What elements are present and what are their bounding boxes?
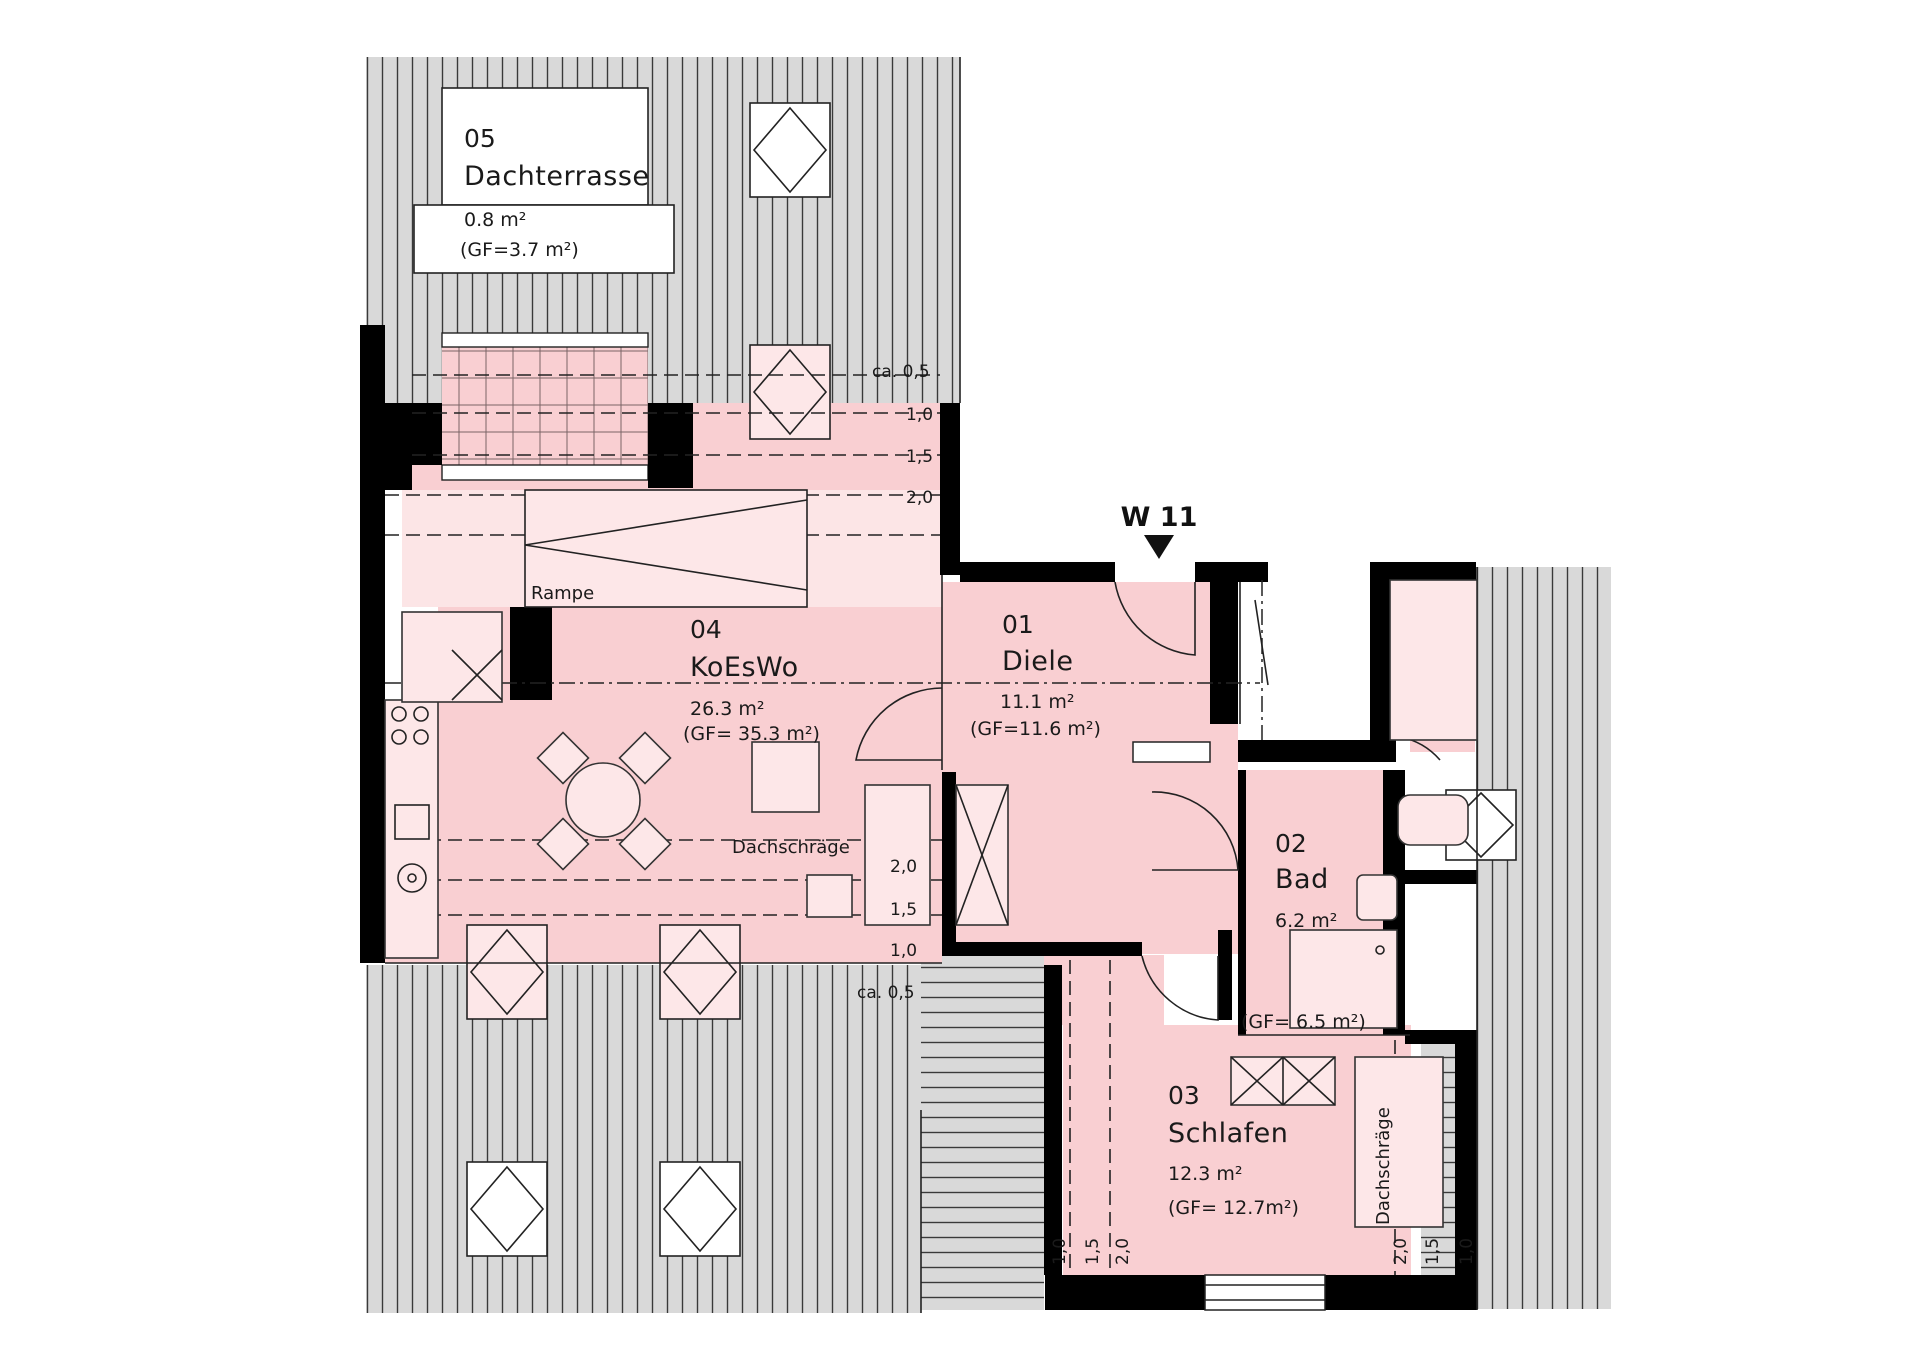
svg-text:(GF= 12.7m²): (GF= 12.7m²) <box>1168 1197 1299 1219</box>
doors <box>855 581 1441 1021</box>
bedroom-furniture <box>1230 1056 1444 1228</box>
svg-text:1,5: 1,5 <box>890 900 917 920</box>
coffee-table <box>751 741 820 813</box>
skylights <box>466 102 1517 1257</box>
svg-text:02: 02 <box>1275 829 1307 858</box>
skylight-north-1 <box>749 102 831 198</box>
dimensions-north: ca. 0,5 1,0 1,5 2,0 <box>872 362 933 508</box>
kitchen-counter <box>384 611 503 959</box>
room-label-04: 04 KoEsWo 26.3 m² (GF= 35.3 m²) <box>683 615 820 745</box>
skylight-south-2 <box>659 1161 741 1257</box>
svg-text:1,5: 1,5 <box>1083 1238 1103 1265</box>
dimensions-bedroom-left: 1,0 1,5 2,0 <box>1050 1238 1133 1265</box>
skylight-south-1 <box>466 1161 548 1257</box>
skylight-living-1 <box>466 924 548 1020</box>
terrace-box <box>413 87 675 481</box>
roof-east <box>1477 567 1619 1309</box>
svg-text:2,0: 2,0 <box>1113 1238 1133 1265</box>
marker-label: W 11 <box>1121 502 1198 533</box>
svg-text:01: 01 <box>1002 610 1034 639</box>
dimensions-bedroom-right: 2,0 1,5 1,0 <box>1391 1238 1477 1265</box>
walls <box>360 325 1477 1311</box>
roof-slope-label-vertical: Dachschräge <box>1373 1107 1394 1225</box>
bath-fixtures <box>1289 579 1478 1029</box>
svg-text:1,5: 1,5 <box>906 447 933 467</box>
svg-text:1,0: 1,0 <box>890 941 917 961</box>
svg-text:11.1 m²: 11.1 m² <box>1000 691 1074 713</box>
room-label-03: 03 Schlafen 12.3 m² (GF= 12.7m²) <box>1168 1081 1299 1219</box>
svg-text:1,5: 1,5 <box>1423 1238 1443 1265</box>
room-label-02: 02 Bad 6.2 m² (GF= 6.5 m²) <box>1241 829 1366 1033</box>
sofa <box>864 784 931 926</box>
svg-text:2,0: 2,0 <box>890 857 917 877</box>
svg-text:Schlafen: Schlafen <box>1168 1118 1288 1149</box>
svg-text:1,0: 1,0 <box>1457 1238 1477 1265</box>
svg-text:05: 05 <box>464 124 496 153</box>
svg-text:(GF=11.6 m²): (GF=11.6 m²) <box>970 718 1101 740</box>
svg-text:0.8 m²: 0.8 m² <box>464 209 526 231</box>
svg-text:6.2 m²: 6.2 m² <box>1275 910 1337 932</box>
skylight-living-2 <box>659 924 741 1020</box>
svg-text:Diele: Diele <box>1002 646 1074 677</box>
window-bedroom-south <box>1205 1284 1325 1301</box>
svg-text:04: 04 <box>690 615 722 644</box>
svg-text:(GF=3.7 m²): (GF=3.7 m²) <box>460 239 579 261</box>
closet <box>955 784 1009 926</box>
svg-text:26.3 m²: 26.3 m² <box>690 698 764 720</box>
dimensions-south: 2,0 1,5 1,0 ca. 0,5 <box>857 857 917 1003</box>
svg-text:KoEsWo: KoEsWo <box>690 652 799 683</box>
svg-text:12.3 m²: 12.3 m² <box>1168 1163 1242 1185</box>
svg-text:03: 03 <box>1168 1081 1200 1110</box>
svg-text:2,0: 2,0 <box>1391 1238 1411 1265</box>
roof-slope-label: Dachschräge <box>732 837 850 858</box>
roof-south <box>366 965 921 1313</box>
svg-text:1,0: 1,0 <box>906 405 933 425</box>
svg-text:Dachterrasse: Dachterrasse <box>464 161 650 192</box>
svg-text:ca. 0,5: ca. 0,5 <box>872 362 930 382</box>
entrance-marker: W 11 <box>1121 502 1198 559</box>
outlines <box>385 57 1478 1313</box>
skylight-north-2 <box>749 344 831 440</box>
svg-text:1,0: 1,0 <box>1050 1238 1070 1265</box>
ramp <box>524 489 808 608</box>
ramp-label: Rampe <box>531 583 594 604</box>
room-label-05: 05 Dachterrasse 0.8 m² (GF=3.7 m²) <box>460 124 650 261</box>
dining-table <box>536 731 672 871</box>
svg-text:Bad: Bad <box>1275 864 1329 895</box>
side-table <box>806 874 853 918</box>
svg-text:ca. 0,5: ca. 0,5 <box>857 983 915 1003</box>
svg-text:(GF= 35.3 m²): (GF= 35.3 m²) <box>683 723 820 745</box>
svg-text:2,0: 2,0 <box>906 488 933 508</box>
svg-text:(GF= 6.5 m²): (GF= 6.5 m²) <box>1241 1011 1366 1033</box>
room-label-01: 01 Diele 11.1 m² (GF=11.6 m²) <box>970 610 1101 740</box>
